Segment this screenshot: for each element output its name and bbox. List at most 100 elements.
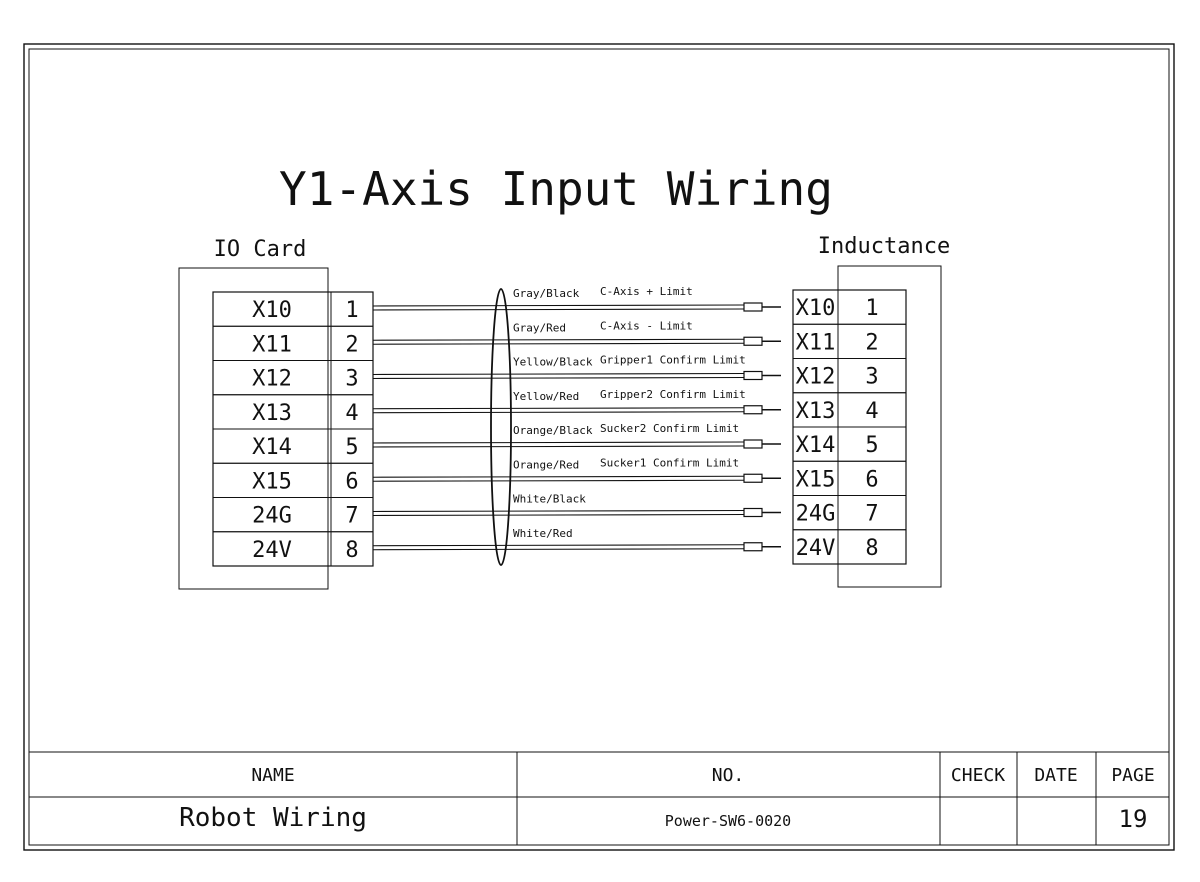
wire: Gray/Red C-Axis - Limit — [372, 319, 781, 346]
inductance-terminal-label: 24V — [796, 536, 836, 561]
wire-signal-label: Sucker1 Confirm Limit — [600, 456, 739, 469]
tb-name-value: Robot Wiring — [179, 803, 367, 833]
inductance-terminal-label: X15 — [796, 467, 836, 492]
tb-no-value: Power-SW6-0020 — [665, 812, 791, 830]
io-card-terminal-label: 24G — [252, 504, 292, 529]
inductance-pin-label: 4 — [865, 399, 878, 424]
inductance-terminal-label: 24G — [796, 502, 836, 527]
io-card-pin-label: 5 — [345, 435, 358, 460]
io-card-pin-label: 3 — [345, 367, 358, 392]
io-card-terminal-label: X10 — [252, 298, 292, 323]
wire: White/Black — [372, 493, 781, 518]
inductance-label: Inductance — [818, 234, 950, 259]
drawing-title: Y1-Axis Input Wiring — [279, 162, 833, 216]
io-card-terminal-label: X13 — [252, 401, 292, 426]
wire-terminal-icon — [743, 542, 763, 552]
wire-terminal-icon — [743, 405, 763, 415]
io-card-terminal-label: X15 — [252, 469, 292, 494]
wire-line — [372, 513, 745, 517]
wire: Orange/Red Sucker1 Confirm Limit — [372, 456, 781, 483]
wire-line — [372, 445, 745, 448]
inductance-table-frame — [792, 289, 907, 565]
inductance-pin-label: 8 — [865, 536, 878, 561]
wire-color-label: White/Red — [513, 527, 573, 540]
wire: Yellow/Black Gripper1 Confirm Limit — [372, 354, 781, 381]
wire-terminal-icon — [743, 507, 763, 518]
wire-signal-label: C-Axis + Limit — [600, 285, 693, 298]
tb-name-header: NAME — [251, 765, 294, 786]
wire-line — [372, 544, 745, 547]
wire-line — [372, 475, 745, 478]
inductance-terminal-label: X14 — [796, 433, 836, 458]
wire-color-label: Orange/Red — [513, 458, 579, 471]
inductance-pin-label: 5 — [865, 433, 878, 458]
wire-terminal-icon — [743, 302, 763, 312]
wire-color-label: Yellow/Red — [513, 390, 579, 403]
wire-line — [372, 338, 745, 341]
io-card-pin-label: 6 — [345, 469, 358, 494]
inductance-terminal-label: X13 — [796, 399, 836, 424]
inductance-terminal-label: X11 — [796, 330, 836, 355]
inductance-pin-label: 6 — [865, 467, 878, 492]
inductance-pin-label: 2 — [865, 330, 878, 355]
io-card-terminal-label: 24V — [252, 538, 292, 563]
io-card-pin-label: 7 — [345, 504, 358, 529]
wire-signal-label: Gripper1 Confirm Limit — [600, 354, 746, 367]
wire-color-label: Orange/Black — [513, 424, 593, 437]
wire-line — [372, 411, 745, 414]
wire-line — [372, 372, 745, 376]
cable-bundle-ellipse — [490, 288, 512, 566]
inductance-terminal-label: X12 — [796, 365, 836, 390]
tb-date-header: DATE — [1034, 765, 1077, 786]
wire-line — [372, 342, 745, 345]
inductance-pin-label: 3 — [865, 365, 878, 390]
wire-color-label: Gray/Black — [513, 287, 580, 300]
wire-line — [372, 479, 745, 482]
io-card-pin-label: 4 — [345, 401, 358, 426]
inductance-terminal-label: X10 — [796, 296, 836, 321]
io-card-pin-label: 1 — [345, 298, 358, 323]
inductance-pin-label: 7 — [865, 502, 878, 527]
tb-page-value: 19 — [1119, 805, 1148, 833]
wire-terminal-icon — [743, 370, 763, 381]
io-card-label: IO Card — [214, 237, 307, 262]
wire-line — [372, 548, 745, 551]
title-block — [29, 751, 1169, 845]
wire: Gray/Black C-Axis + Limit — [372, 285, 781, 312]
inductance-pin-label: 1 — [865, 296, 878, 321]
io-card-terminal-label: X14 — [252, 435, 292, 460]
drawing-frame — [23, 43, 1175, 851]
wire-color-label: Yellow/Black — [513, 356, 593, 369]
io-card-table-frame — [212, 291, 374, 567]
wire-signal-label: Gripper2 Confirm Limit — [600, 388, 746, 401]
wire-line — [372, 308, 745, 311]
wire-line — [372, 304, 745, 307]
wire-terminal-icon — [743, 336, 763, 346]
wire-line — [372, 376, 745, 380]
io-card-pin-label: 2 — [345, 332, 358, 357]
io-card-terminal-label: X12 — [252, 367, 292, 392]
wire-terminal-icon — [743, 439, 763, 449]
wire-signal-label: C-Axis - Limit — [600, 319, 693, 332]
wire: White/Red — [372, 527, 781, 552]
wire-line — [372, 407, 745, 410]
io-card-terminal-label: X11 — [252, 332, 292, 357]
wire-line — [372, 441, 745, 444]
io-card-pin-label: 8 — [345, 538, 358, 563]
wire: Yellow/Red Gripper2 Confirm Limit — [372, 388, 781, 415]
wire: Orange/Black Sucker2 Confirm Limit — [372, 422, 781, 449]
wire-terminal-icon — [743, 473, 763, 483]
tb-page-header: PAGE — [1111, 765, 1154, 786]
tb-check-header: CHECK — [951, 765, 1005, 786]
wire-signal-label: Sucker2 Confirm Limit — [600, 422, 739, 435]
wire-line — [372, 509, 745, 513]
wire-color-label: Gray/Red — [513, 321, 566, 334]
tb-no-header: NO. — [712, 765, 745, 786]
wire-color-label: White/Black — [513, 493, 586, 506]
